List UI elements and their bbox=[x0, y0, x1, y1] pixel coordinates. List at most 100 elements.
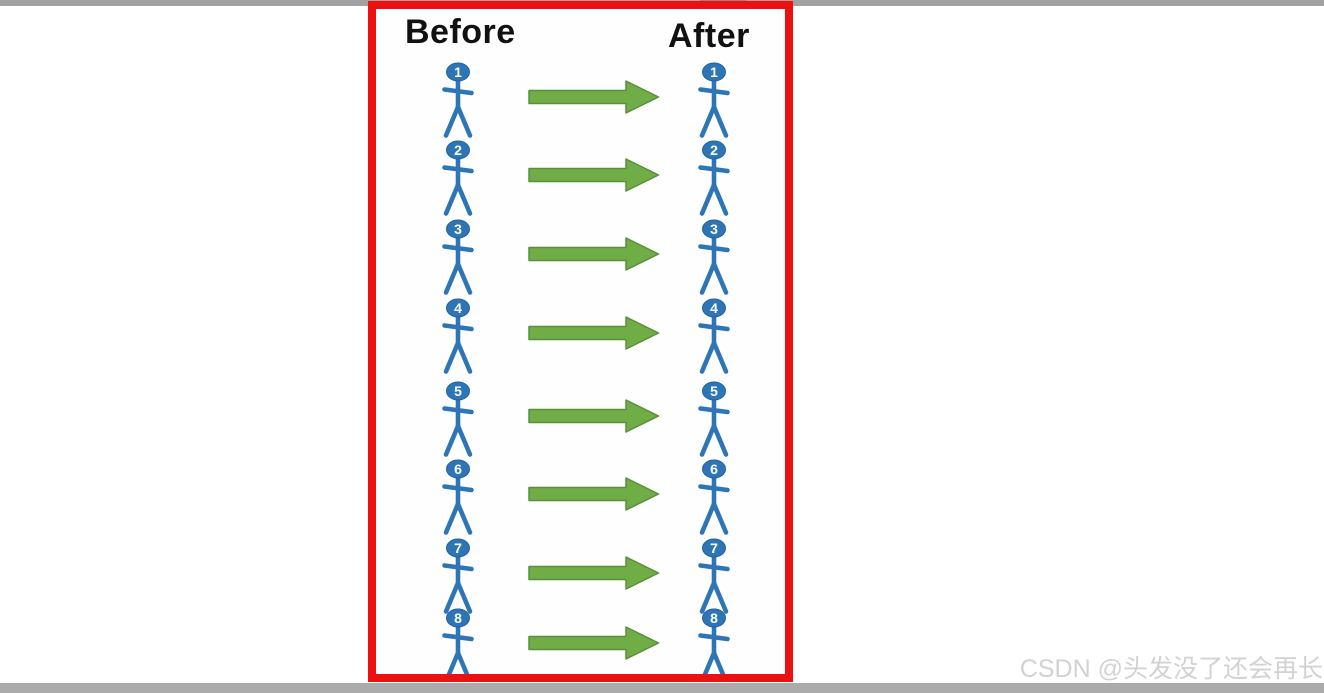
diagram-row: 2 2 bbox=[376, 140, 785, 218]
figure-head bbox=[702, 298, 726, 318]
stick-figure-icon: 6 bbox=[698, 459, 730, 535]
figure-left-leg bbox=[446, 650, 461, 674]
right-arrow-icon bbox=[528, 477, 660, 511]
figure-left-leg bbox=[699, 104, 717, 138]
figure-arms bbox=[698, 406, 730, 415]
figure-number: 8 bbox=[710, 610, 718, 626]
right-arrow-icon bbox=[528, 316, 660, 350]
right-arrow-icon bbox=[528, 626, 660, 660]
figure-number: 5 bbox=[454, 383, 462, 399]
figure-arms bbox=[698, 633, 730, 642]
figure-right-leg bbox=[455, 261, 473, 295]
figure-right-leg bbox=[455, 580, 473, 614]
right-arrow-icon bbox=[528, 237, 660, 271]
figure-left-leg bbox=[699, 501, 717, 535]
stick-figure-icon: 2 bbox=[442, 140, 474, 216]
figure-left-leg bbox=[702, 650, 717, 674]
figure-arms bbox=[442, 165, 474, 174]
figure-head bbox=[702, 140, 726, 160]
right-arrow-icon bbox=[528, 399, 660, 433]
figure-arms bbox=[698, 323, 730, 332]
diagram-frame: Before After 1 1 2 bbox=[368, 1, 793, 682]
horizontal-scrollbar[interactable] bbox=[0, 683, 1324, 693]
figure-head bbox=[446, 219, 470, 239]
figure-arms bbox=[442, 323, 474, 332]
figure-left-leg bbox=[443, 580, 461, 614]
figure-head bbox=[702, 538, 726, 558]
figure-number: 6 bbox=[454, 461, 462, 477]
figure-number: 2 bbox=[454, 142, 462, 158]
figure-head bbox=[446, 459, 470, 479]
figure-head bbox=[702, 608, 726, 628]
diagram-row: 3 3 bbox=[376, 219, 785, 297]
figure-number: 5 bbox=[710, 383, 718, 399]
figure-head bbox=[702, 459, 726, 479]
figure-right-leg bbox=[711, 423, 729, 457]
diagram-row: 1 1 bbox=[376, 62, 785, 140]
stick-figure-icon: 7 bbox=[442, 538, 474, 614]
figure-left-leg bbox=[699, 340, 717, 374]
figure-right-leg bbox=[455, 423, 473, 457]
before-heading: Before bbox=[405, 13, 516, 51]
figure-arms bbox=[442, 484, 474, 493]
figure-right-leg bbox=[455, 501, 473, 535]
diagram-row: 8 8 bbox=[376, 608, 785, 674]
right-arrow-icon bbox=[528, 80, 660, 114]
figure-right-leg bbox=[455, 182, 473, 216]
figure-arms bbox=[442, 563, 474, 572]
stick-figure-icon: 4 bbox=[698, 298, 730, 374]
diagram-row: 6 6 bbox=[376, 459, 785, 537]
figure-number: 2 bbox=[710, 142, 718, 158]
figure-arms bbox=[442, 87, 474, 96]
figure-number: 3 bbox=[710, 221, 718, 237]
figure-number: 7 bbox=[710, 540, 718, 556]
stick-figure-icon: 8 bbox=[442, 608, 474, 674]
figure-left-leg bbox=[443, 261, 461, 295]
figure-right-leg bbox=[711, 650, 726, 674]
figure-left-leg bbox=[443, 340, 461, 374]
figure-number: 7 bbox=[454, 540, 462, 556]
stick-figure-icon: 1 bbox=[442, 62, 474, 138]
watermark: CSDN @头发没了还会再长 bbox=[1019, 655, 1323, 683]
stick-figure-icon: 7 bbox=[698, 538, 730, 614]
figure-left-leg bbox=[699, 182, 717, 216]
stick-figure-icon: 6 bbox=[442, 459, 474, 535]
stick-figure-icon: 4 bbox=[442, 298, 474, 374]
figure-head bbox=[446, 298, 470, 318]
figure-arms bbox=[442, 406, 474, 415]
figure-head bbox=[446, 140, 470, 160]
after-heading: After bbox=[668, 17, 750, 55]
figure-number: 4 bbox=[454, 300, 462, 316]
figure-left-leg bbox=[443, 182, 461, 216]
figure-head bbox=[702, 381, 726, 401]
figure-right-leg bbox=[711, 501, 729, 535]
figure-arms bbox=[442, 633, 474, 642]
figure-left-leg bbox=[699, 261, 717, 295]
figure-arms bbox=[698, 244, 730, 253]
figure-arms bbox=[442, 244, 474, 253]
figure-arms bbox=[698, 563, 730, 572]
figure-head bbox=[702, 62, 726, 82]
stick-figure-icon: 1 bbox=[698, 62, 730, 138]
stick-figure-icon: 5 bbox=[442, 381, 474, 457]
figure-number: 6 bbox=[710, 461, 718, 477]
stick-figure-icon: 2 bbox=[698, 140, 730, 216]
figure-number: 8 bbox=[454, 610, 462, 626]
diagram-row: 4 4 bbox=[376, 298, 785, 376]
figure-right-leg bbox=[711, 182, 729, 216]
stick-figure-icon: 3 bbox=[698, 219, 730, 295]
figure-right-leg bbox=[455, 340, 473, 374]
figure-number: 1 bbox=[710, 64, 718, 80]
right-arrow-icon bbox=[528, 556, 660, 590]
figure-head bbox=[446, 608, 470, 628]
figure-right-leg bbox=[455, 650, 470, 674]
figure-right-leg bbox=[711, 261, 729, 295]
figure-number: 4 bbox=[710, 300, 718, 316]
figure-head bbox=[446, 381, 470, 401]
figure-right-leg bbox=[711, 104, 729, 138]
figure-arms bbox=[698, 165, 730, 174]
figure-right-leg bbox=[455, 104, 473, 138]
stick-figure-icon: 3 bbox=[442, 219, 474, 295]
figure-number: 3 bbox=[454, 221, 462, 237]
figure-left-leg bbox=[443, 423, 461, 457]
